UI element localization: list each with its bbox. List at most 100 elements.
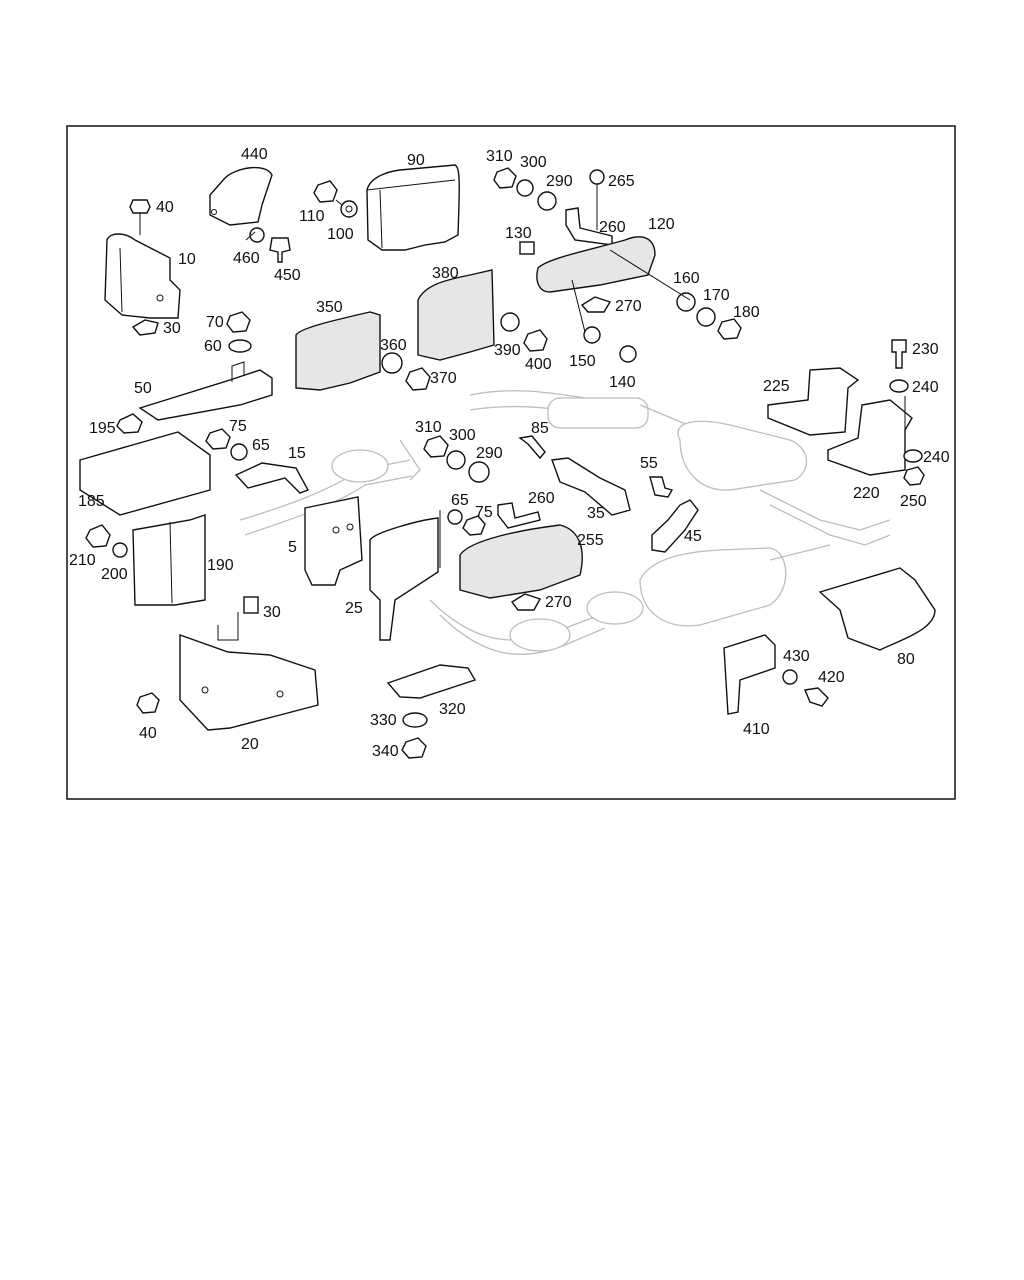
label-195: 195 [89, 420, 116, 437]
label-310-center: 310 [415, 419, 442, 436]
washer-360 [381, 352, 403, 374]
part-185-bracket [79, 431, 211, 516]
washer-300-top [516, 179, 534, 197]
washer-290-top [537, 191, 557, 211]
label-70: 70 [206, 314, 224, 331]
nut-400 [523, 329, 548, 352]
label-150: 150 [569, 353, 596, 370]
label-255: 255 [577, 532, 604, 549]
part-80-shield [818, 567, 936, 651]
label-230: 230 [912, 341, 939, 358]
label-65-center: 65 [451, 492, 469, 509]
label-220: 220 [853, 485, 880, 502]
label-240-top: 240 [912, 379, 939, 396]
label-5: 5 [288, 539, 297, 556]
part-440-bracket [209, 166, 273, 226]
label-380: 380 [432, 265, 459, 282]
label-180: 180 [733, 304, 760, 321]
part-350-shield [295, 311, 381, 391]
label-210: 210 [69, 552, 96, 569]
washer-460 [249, 227, 265, 243]
label-460: 460 [233, 250, 260, 267]
washer-170 [696, 307, 716, 327]
nut-75-left [205, 428, 231, 450]
label-100: 100 [327, 226, 354, 243]
washer-240-bottom [903, 449, 923, 463]
label-10: 10 [178, 251, 196, 268]
part-225-bracket [767, 367, 860, 436]
label-300-top: 300 [520, 154, 547, 171]
washer-65-center [447, 509, 463, 525]
part-25-shield [369, 517, 439, 641]
leader-lines [217, 199, 906, 641]
label-40-lower: 40 [139, 725, 157, 742]
label-270-lower: 270 [545, 594, 572, 611]
screw-265 [589, 169, 605, 230]
label-320: 320 [439, 701, 466, 718]
nut-370 [405, 367, 431, 391]
label-250: 250 [900, 493, 927, 510]
part-20-shield [179, 634, 319, 731]
label-170: 170 [703, 287, 730, 304]
part-220-bracket [827, 399, 913, 476]
label-410: 410 [743, 721, 770, 738]
label-270-top: 270 [615, 298, 642, 315]
label-260-center: 260 [528, 490, 555, 507]
label-130: 130 [505, 225, 532, 242]
label-330: 330 [370, 712, 397, 729]
label-75-center: 75 [475, 504, 493, 521]
part-5-shield [304, 496, 363, 586]
part-320-bracket [386, 664, 477, 699]
label-360: 360 [380, 337, 407, 354]
label-440: 440 [241, 146, 268, 163]
diagram-frame [66, 125, 956, 800]
label-40-top: 40 [156, 199, 174, 216]
label-30-top: 30 [163, 320, 181, 337]
nut-210 [85, 524, 111, 548]
part-90-shield [366, 164, 460, 251]
label-260-top: 260 [599, 219, 626, 236]
label-60: 60 [204, 338, 222, 355]
label-350: 350 [316, 299, 343, 316]
washer-150 [583, 326, 601, 344]
bolt-55 [649, 476, 674, 498]
part-260-bracket-center [497, 502, 541, 529]
label-140: 140 [609, 374, 636, 391]
part-45-bracket [651, 499, 699, 553]
label-110: 110 [299, 208, 325, 225]
clip-270-lower [510, 593, 542, 611]
washer-330 [402, 712, 428, 728]
bolt-420 [804, 687, 829, 707]
washer-160 [676, 292, 696, 312]
callout-labels: 440 90 310 300 290 265 40 110 100 460 45… [69, 146, 950, 760]
part-50-plate [138, 369, 273, 421]
label-190: 190 [207, 557, 234, 574]
label-420: 420 [818, 669, 845, 686]
label-240-bottom: 240 [923, 449, 950, 466]
label-290-top: 290 [546, 173, 573, 190]
part-15-bracket [234, 462, 310, 494]
label-35: 35 [587, 505, 605, 522]
label-50: 50 [134, 380, 152, 397]
clip-270-top [580, 296, 612, 313]
label-400: 400 [525, 356, 552, 373]
label-15: 15 [288, 445, 306, 462]
part-120-shield [536, 236, 656, 293]
label-225: 225 [763, 378, 790, 395]
label-310-top: 310 [486, 148, 513, 165]
nut-195 [116, 413, 143, 434]
label-90: 90 [407, 152, 425, 169]
screw-140-head [619, 345, 637, 363]
nut-75-center [462, 515, 486, 536]
part-130-clip [519, 241, 535, 255]
label-430: 430 [783, 648, 810, 665]
washer-390 [500, 312, 520, 332]
nut-250 [903, 466, 925, 486]
label-265: 265 [608, 173, 635, 190]
label-370: 370 [430, 370, 457, 387]
bolt-40-top [129, 199, 151, 235]
nut-310-top [493, 167, 517, 189]
washer-430 [782, 669, 798, 685]
washer-240-top [889, 379, 909, 393]
